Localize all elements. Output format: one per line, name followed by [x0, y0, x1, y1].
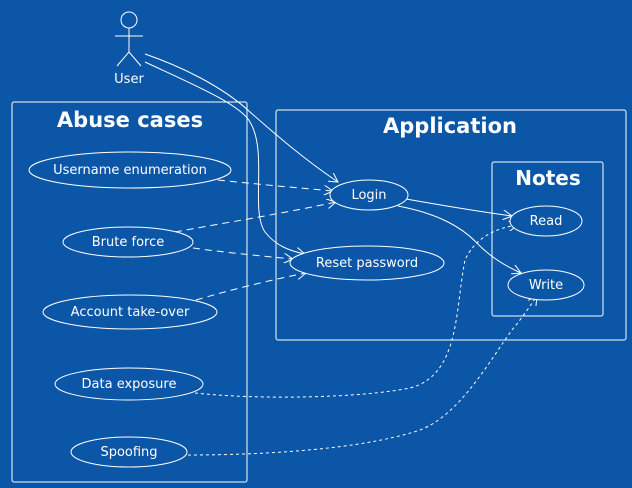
use-case-label: Username enumeration [53, 163, 207, 178]
notes-title: Notes [515, 166, 581, 190]
use-case-label: Data exposure [82, 377, 177, 392]
use-case-label: Spoofing [100, 445, 157, 460]
edge-user-reset-password [144, 61, 305, 254]
abuse-cases-frame [11, 101, 248, 483]
use-case-write: Write [507, 269, 585, 301]
edge-account-takeover-reset-password [195, 273, 306, 301]
use-case-username-enumeration: Username enumeration [28, 151, 232, 189]
use-case-shape [62, 226, 194, 258]
edge-username-enumeration-login [217, 179, 333, 191]
use-case-shape [28, 151, 232, 189]
use-case-label: Read [530, 214, 563, 229]
use-case-label: Login [351, 188, 386, 203]
notes-package: Notes [491, 161, 604, 317]
use-case-label: Reset password [316, 256, 418, 271]
abuse-cases-package: Abuse cases [11, 101, 248, 483]
use-case-spoofing: Spoofing [70, 436, 188, 468]
use-case-shape [509, 205, 583, 237]
use-case-shape [507, 269, 585, 301]
use-case-label: Brute force [92, 235, 164, 250]
use-case-brute-force: Brute force [62, 226, 194, 258]
use-case-label: Write [529, 278, 563, 293]
actor-leg-right [128, 51, 142, 67]
notes-frame [491, 161, 604, 317]
use-case-reset-password: Reset password [289, 245, 445, 281]
edge-login-read [405, 198, 512, 216]
user-actor: User [114, 11, 144, 87]
edge-brute-force-reset-password [192, 247, 293, 259]
use-case-shape [70, 436, 188, 468]
edge-brute-force-login [174, 202, 336, 233]
application-frame [275, 109, 627, 341]
use-case-shape [329, 179, 409, 211]
edge-login-write [397, 205, 521, 273]
abuse-cases-title: Abuse cases [57, 108, 203, 132]
edge-user-login [144, 53, 338, 182]
application-package: Application [275, 109, 627, 341]
use-case-account-takeover: Account take-over [42, 294, 218, 330]
use-case-shape [42, 294, 218, 330]
actor-leg-left [116, 51, 130, 67]
use-case-shape [289, 245, 445, 281]
use-case-read: Read [509, 205, 583, 237]
relations [144, 53, 537, 456]
use-case-data-exposure: Data exposure [54, 367, 204, 401]
actor-head [120, 11, 138, 29]
use-case-shape [54, 367, 204, 401]
actor-label: User [114, 72, 144, 87]
edge-data-exposure-read [194, 225, 518, 398]
edge-spoofing-write [187, 296, 537, 456]
application-title: Application [383, 114, 517, 138]
use-case-label: Account take-over [71, 305, 190, 320]
use-case-login: Login [329, 179, 409, 211]
